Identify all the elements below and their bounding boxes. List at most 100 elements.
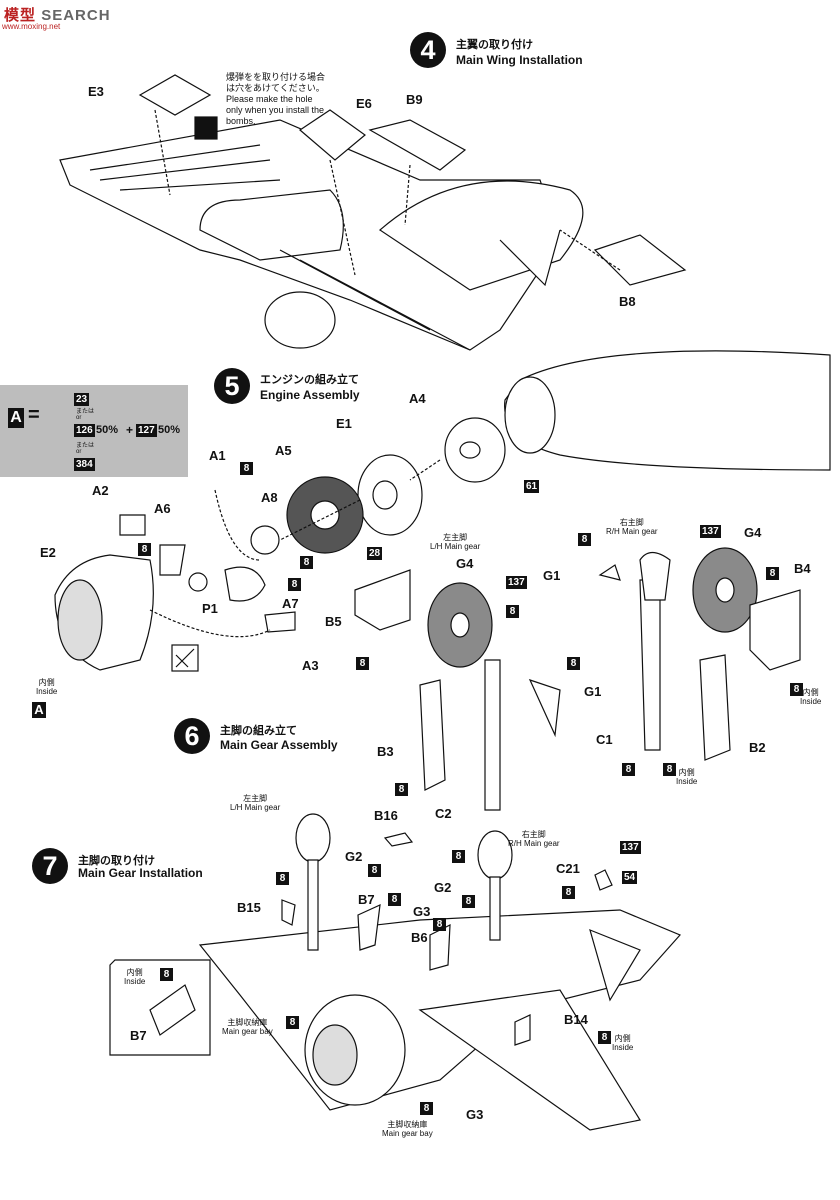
- inset-part-b7: [149, 984, 196, 1036]
- step-7-title-jp: 主脚の取り付け: [78, 855, 155, 867]
- part-b5-cover: [354, 569, 411, 631]
- part-e2-cowling: [54, 554, 154, 671]
- lh-gear-installed: [295, 813, 331, 951]
- label-b5: B5: [325, 614, 342, 629]
- paint-8-g2-rh: 8: [462, 895, 475, 908]
- part-e6-panel: [299, 109, 366, 161]
- label-b3: B3: [377, 744, 394, 759]
- part-b7: [357, 904, 381, 951]
- bomb-note: 爆弾をを取り付ける場合は穴をあけてください。 Please make the h…: [226, 72, 326, 126]
- aircraft-wing-top-view: [59, 119, 584, 351]
- rh-gear-strut-c1: [639, 579, 661, 751]
- paint-28-a5: 28: [367, 547, 383, 560]
- part-g1-rh-small: [598, 564, 621, 581]
- label-e6: E6: [356, 96, 372, 111]
- part-b14: [514, 1014, 531, 1046]
- paint-8-b4: 8: [790, 683, 803, 696]
- paint-8-a7: 8: [288, 578, 301, 591]
- label-a3: A3: [302, 658, 319, 673]
- part-g1-lh: [528, 678, 561, 738]
- part-e1-cowl-ring: [357, 454, 423, 536]
- legend-pct-2: 50%: [158, 424, 181, 436]
- label-b9: B9: [406, 92, 423, 107]
- paint-8-b7: 8: [388, 893, 401, 906]
- part-a5-engine: [286, 476, 364, 554]
- step-6-title-en: Main Gear Assembly: [220, 738, 338, 752]
- part-b4-cover: [749, 589, 801, 671]
- lh-gear-strut-c2: [484, 659, 501, 811]
- paint-8-rh-wheel: 8: [766, 567, 779, 580]
- part-e3-panel: [138, 74, 212, 116]
- paint-8-lh-wheel: 8: [506, 605, 519, 618]
- part-b9-stabilizer: [368, 119, 467, 171]
- aircraft-underside-view: [198, 909, 682, 1131]
- label-b4: B4: [794, 561, 811, 576]
- label-p1: P1: [202, 601, 218, 616]
- paint-8-rh-wheel-7: 8: [452, 850, 465, 863]
- label-a7: A7: [282, 596, 299, 611]
- label-c1: C1: [596, 732, 613, 747]
- legend-color-384: 384: [74, 458, 95, 471]
- watermark-logo: 模型 SEARCH: [4, 7, 111, 24]
- rh-gear-wheel-g4: [692, 547, 758, 633]
- legend-color-127: 127: [136, 424, 157, 437]
- label-a4: A4: [409, 391, 426, 406]
- legend-color-126: 126: [74, 424, 95, 437]
- part-p1: [188, 572, 208, 592]
- paint-8-b15: 8: [276, 872, 289, 885]
- step-7-number: 7: [32, 848, 68, 884]
- part-b15: [281, 899, 296, 926]
- label-g1-rh: G1: [543, 568, 561, 583]
- label-b15: B15: [237, 900, 261, 915]
- watermark-url: www.moxing.net: [2, 22, 61, 31]
- label-b6: B6: [411, 930, 428, 945]
- part-a4-mount: [444, 417, 506, 483]
- part-a6: [159, 544, 186, 576]
- paint-8-b2: 8: [663, 763, 676, 776]
- rh-gear-installed: [477, 830, 513, 941]
- part-b16: [383, 832, 414, 847]
- paint-8-g1-lh: 8: [567, 657, 580, 670]
- fuselage-nose-view: [504, 350, 831, 471]
- label-e1: E1: [336, 416, 352, 431]
- paint-8-a6: 8: [138, 543, 151, 556]
- label-g1-lh: G1: [584, 684, 602, 699]
- label-c21: C21: [556, 861, 580, 876]
- part-a8-ring: [250, 525, 280, 555]
- legend-pct-1: 50%: [96, 424, 119, 436]
- step-5-title-jp: エンジンの組み立て: [260, 374, 359, 386]
- step-4-title-jp: 主翼の取り付け: [456, 39, 533, 51]
- part-g1-rh: [639, 551, 671, 601]
- label-g3-bottom: G3: [466, 1107, 484, 1122]
- paint-8-inset: 8: [160, 968, 173, 981]
- label-g4-lh: G4: [456, 556, 474, 571]
- label-a5: A5: [275, 443, 292, 458]
- paint-8-c2: 8: [395, 783, 408, 796]
- label-b2: B2: [749, 740, 766, 755]
- paint-137-rh: 137: [700, 525, 721, 538]
- label-a6: A6: [154, 501, 171, 516]
- label-c2: C2: [435, 806, 452, 821]
- paint-137-lh: 137: [506, 576, 527, 589]
- step-4-title-en: Main Wing Installation: [456, 53, 583, 67]
- legend-plus: +: [126, 423, 134, 437]
- legend-letter: A: [8, 408, 24, 428]
- part-a3: [264, 611, 296, 633]
- paint-8-a1: 8: [240, 462, 253, 475]
- label-b7-inset: B7: [130, 1028, 147, 1043]
- step-5-number: 5: [214, 368, 250, 404]
- step-4-number: 4: [410, 32, 446, 68]
- part-a7: [224, 566, 266, 602]
- paint-8-c21: 8: [562, 886, 575, 899]
- label-g2-lh: G2: [345, 849, 363, 864]
- label-a2: A2: [92, 483, 109, 498]
- paint-137-c21: 137: [620, 841, 641, 854]
- drill-icon: [194, 116, 218, 140]
- paint-61-a4: 61: [524, 480, 540, 493]
- paint-8-a8: 8: [300, 556, 313, 569]
